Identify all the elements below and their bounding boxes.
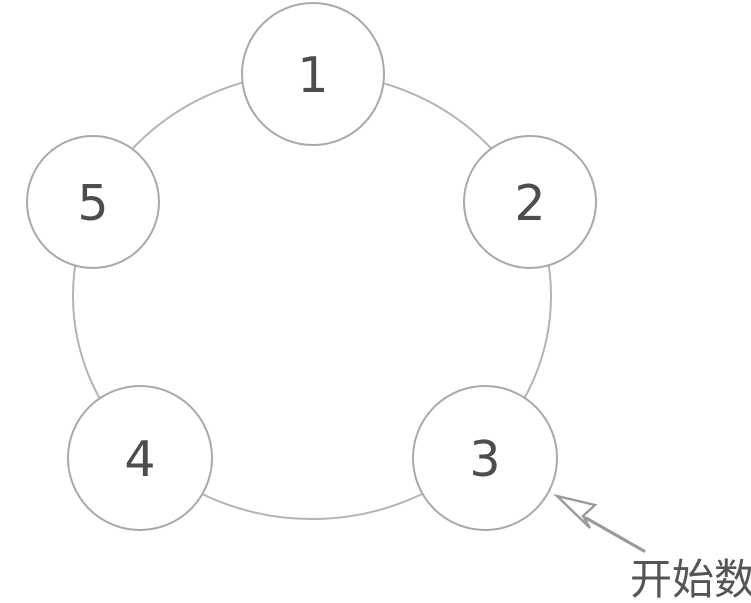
node-4-label: 4: [124, 431, 155, 488]
node-3-label: 3: [469, 431, 500, 488]
node-3-circle: [412, 385, 558, 531]
node-4-circle: [67, 385, 213, 531]
start-arrow-shaft: [584, 516, 646, 553]
node-5: 5: [26, 135, 160, 269]
start-arrow-icon: [553, 493, 646, 553]
node-4: 4: [67, 385, 213, 531]
node-1-circle: [241, 2, 385, 146]
node-1-label: 1: [297, 47, 328, 104]
node-2-circle: [463, 135, 597, 269]
node-1: 1: [241, 2, 385, 146]
start-arrow-head: [553, 493, 598, 529]
start-annotation-label: 开始数: [630, 555, 751, 603]
node-5-circle: [26, 135, 160, 269]
node-3: 3: [412, 385, 558, 531]
node-5-label: 5: [77, 175, 108, 232]
node-2-label: 2: [514, 175, 545, 232]
node-2: 2: [463, 135, 597, 269]
